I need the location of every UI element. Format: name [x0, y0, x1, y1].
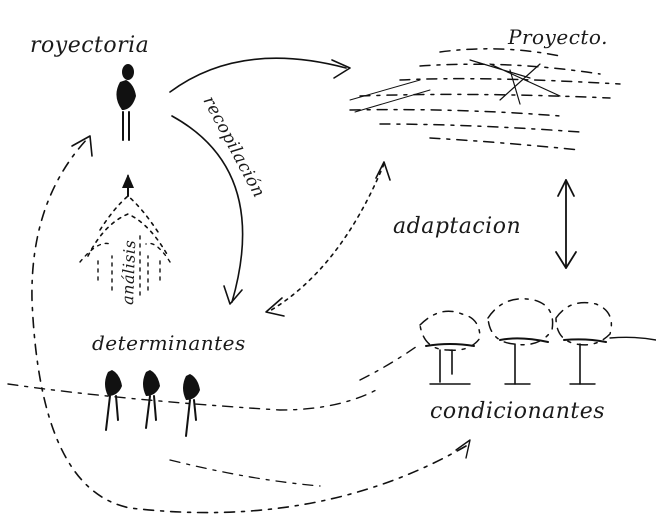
label-trayectoria: royectoria [30, 33, 149, 58]
arrow-proyecto-determinantes [267, 163, 385, 313]
arrow-recopilacion [171, 115, 244, 303]
label-adaptacion: adaptacion [393, 214, 521, 239]
trees-icon [419, 298, 656, 385]
ground-line [7, 383, 381, 411]
label-proyecto: Proyecto. [507, 25, 608, 49]
label-analisis: análisis [118, 239, 139, 305]
label-condicionantes: condicionantes [430, 399, 605, 424]
arrow-feedback-loop [31, 137, 467, 514]
label-determinantes: determinantes [92, 331, 246, 355]
people-figures-icon [105, 370, 200, 437]
top-figure-icon [116, 64, 136, 141]
arrow-to-proyecto [169, 57, 347, 93]
proyecto-plane-icon [349, 48, 621, 151]
analysis-bush-icon [79, 174, 171, 301]
